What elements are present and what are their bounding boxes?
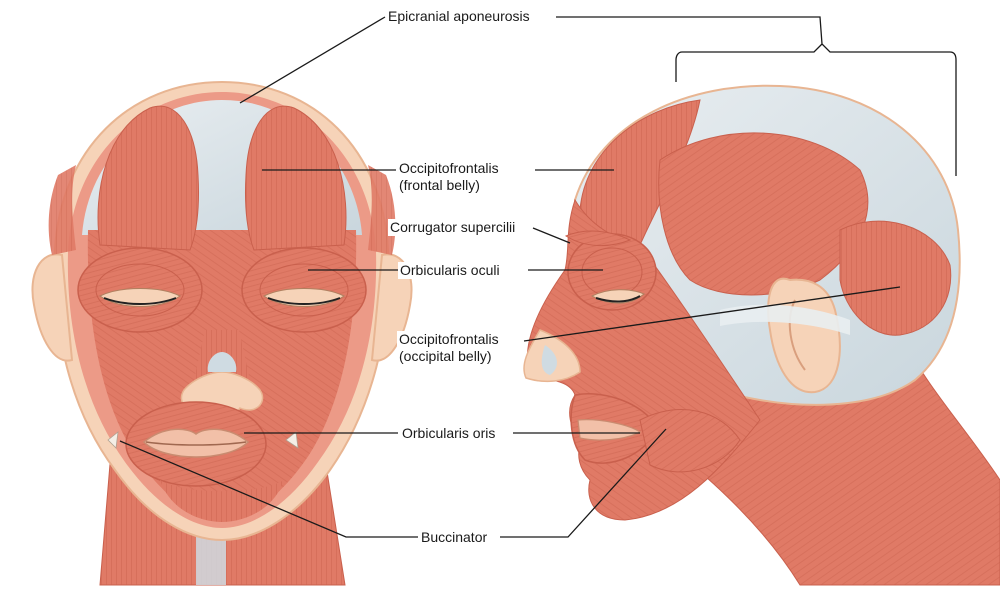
side-view: [523, 84, 1000, 586]
label-occipitofrontalis-frontal: Occipitofrontalis (frontal belly): [397, 160, 501, 194]
label-buccinator: Buccinator: [419, 529, 490, 546]
front-frontal-belly-right: [245, 105, 347, 251]
front-frontal-belly-left: [97, 105, 199, 251]
label-occipitofrontalis-occipital-line2: (occipital belly): [399, 348, 492, 364]
side-corrugator-supercilii: [564, 230, 632, 247]
front-lips: [142, 428, 250, 458]
front-view: [31, 80, 413, 586]
front-chin: [160, 480, 284, 522]
label-occipitofrontalis-frontal-line2: (frontal belly): [399, 177, 480, 193]
label-epicranial-aponeurosis: Epicranial aponeurosis: [386, 8, 532, 25]
leader-epicranial-bracket: [556, 16, 957, 176]
label-orbicularis-oris: Orbicularis oris: [400, 425, 498, 442]
leader-buccinator-side: [500, 428, 667, 538]
side-temporalis: [658, 132, 869, 296]
leader-corrugator: [532, 227, 571, 244]
front-temporalis-right: [368, 165, 396, 255]
side-occipital-belly: [839, 220, 952, 336]
leader-occipital: [523, 286, 901, 342]
label-orbicularis-oculi: Orbicularis oculi: [398, 262, 502, 279]
side-lips: [577, 419, 642, 441]
label-occipitofrontalis-occipital: Occipitofrontalis (occipital belly): [397, 331, 501, 365]
leader-epicranial: [239, 16, 386, 104]
label-occipitofrontalis-occipital-line1: Occipitofrontalis: [399, 331, 499, 347]
label-corrugator-supercilii: Corrugator supercilii: [388, 219, 518, 236]
front-temporalis-left: [48, 165, 76, 255]
label-occipitofrontalis-frontal-line1: Occipitofrontalis: [399, 160, 499, 176]
leader-lines: [119, 16, 957, 538]
side-buccinator: [639, 409, 741, 473]
front-ear-left: [31, 253, 74, 362]
side-aponeurosis-band: [720, 304, 850, 335]
leader-buccinator-front: [119, 440, 418, 538]
